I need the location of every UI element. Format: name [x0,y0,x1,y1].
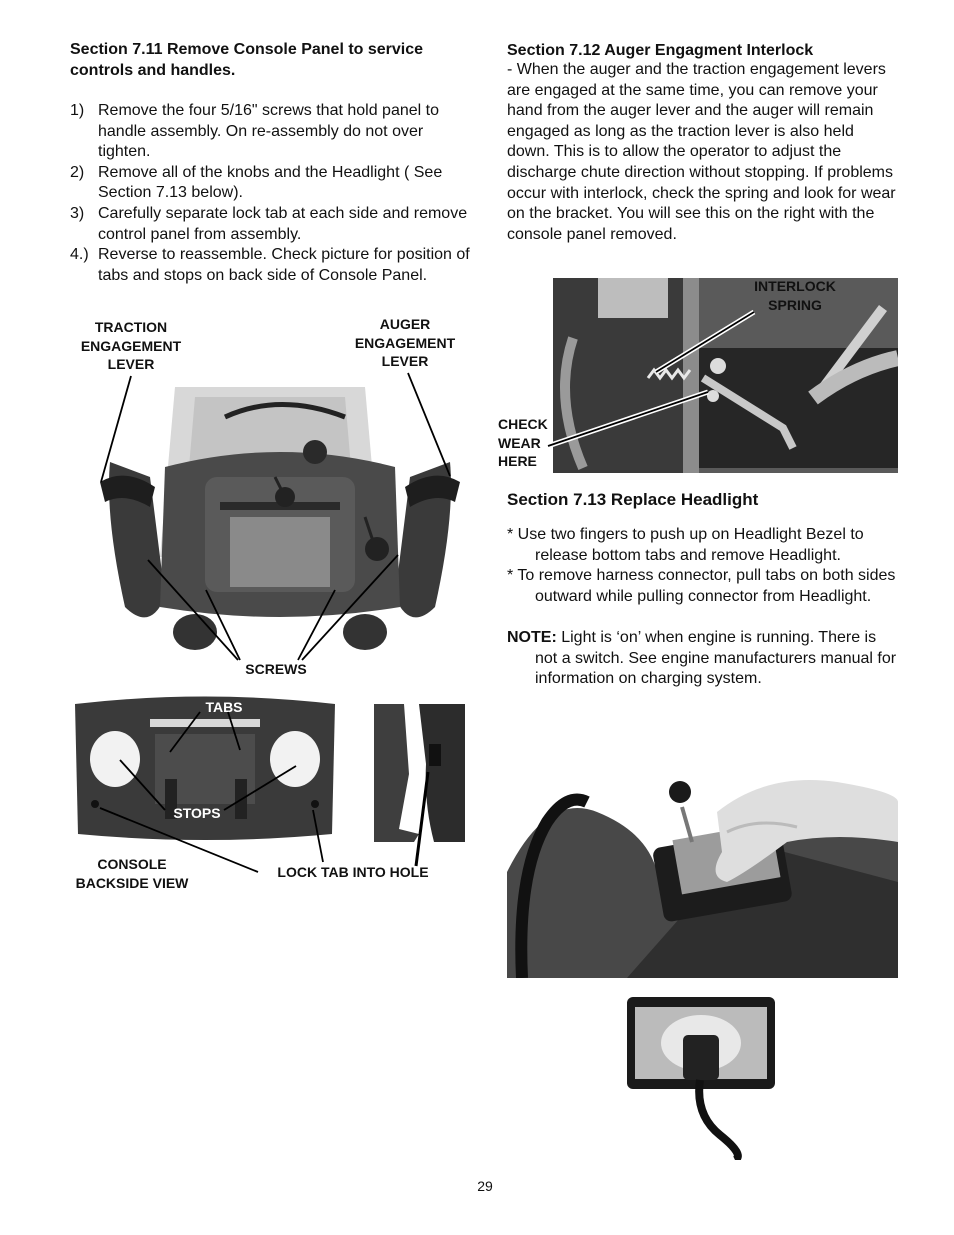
step-2-num: 2) [70,163,85,181]
section-712-body: - When the auger and the traction engage… [507,61,896,243]
label-tabs: TABS [205,699,243,715]
step-2-text: Remove all of the knobs and the Headligh… [98,163,443,202]
label-auger-lever: AUGER ENGAGEMENT LEVER [354,316,456,369]
bullet-2: * To remove harness connector, pull tabs… [507,567,896,605]
section-713-body: * Use two fingers to push up on Headligh… [507,525,899,690]
label-console-backside: CONSOLE BACKSIDE VIEW [75,856,189,891]
step-3-num: 3) [70,204,85,222]
label-traction-lever: TRACTION ENGAGEMENT LEVER [80,319,182,372]
headlight-photo [625,995,777,1160]
step-2: 2) Remove all of the knobs and the Headl… [70,163,470,204]
note-label: NOTE: [507,628,557,646]
label-stops: STOPS [173,805,221,821]
step-4-num: 4.) [70,246,89,264]
step-3-text: Carefully separate lock tab at each side… [98,204,468,243]
label-screws: SCREWS [245,661,307,677]
step-1-text: Remove the four 5/16" screws that hold p… [98,102,439,161]
note-text: Light is ‘on’ when engine is running. Th… [535,628,897,688]
step-1: 1) Remove the four 5/16" screws that hol… [70,101,470,163]
label-interlock-spring: INTERLOCK SPRING [754,278,836,313]
step-4: 4.) Reverse to reassemble. Check picture… [70,245,470,286]
section-713-heading: Section 7.13 Replace Headlight [507,490,759,509]
section-711-steps: 1) Remove the four 5/16" screws that hol… [70,101,470,286]
bullet-1: * Use two fingers to push up on Headligh… [507,526,864,564]
step-1-num: 1) [70,102,85,119]
lock-tab-photo [374,704,465,844]
label-lock-tab: LOCK TAB INTO HOLE [277,864,429,880]
section-712-heading: Section 7.12 Auger Engagment Interlock [507,42,814,59]
console-front-photo [95,367,465,662]
label-check-wear: CHECK WEAR HERE [498,416,548,469]
step-3: 3) Carefully separate lock tab at each s… [70,204,470,245]
page-number: 29 [477,1178,493,1194]
headlight-removal-photo [507,732,898,978]
section-711-heading: Section 7.11 Remove Console Panel to ser… [70,41,424,79]
step-4-text: Reverse to reassemble. Check picture for… [98,246,470,284]
note-paragraph: NOTE: Light is ‘on’ when engine is runni… [507,628,899,690]
